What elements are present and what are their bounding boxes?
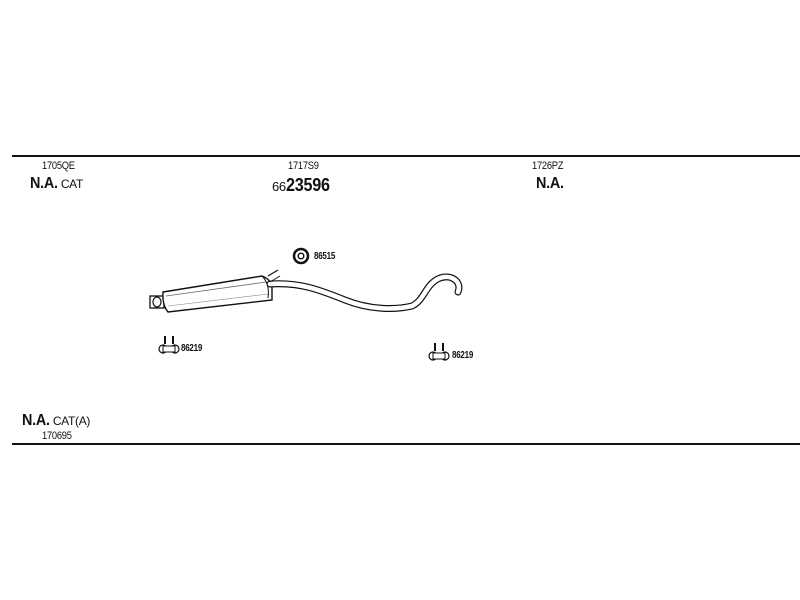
header-code-1: 1705QE	[42, 160, 75, 172]
hanger-left-part-number: 86219	[181, 343, 203, 354]
footer-label-bold: N.A.	[22, 412, 50, 429]
part-number-main: 23596	[285, 175, 330, 195]
header-code-2: 1717S9	[288, 160, 319, 172]
header-label-1-bold: N.A.	[30, 175, 58, 192]
header-label-1-suffix: CAT	[60, 177, 84, 191]
hanger-left-icon	[158, 336, 180, 354]
header-label-3: N.A.	[536, 175, 564, 192]
seal-part-number: 86515	[314, 251, 336, 262]
hanger-right-icon	[428, 343, 450, 361]
seal-ring-icon	[292, 247, 310, 265]
header-code-3: 1726PZ	[532, 160, 564, 172]
header-label-1: N.A.CAT	[30, 176, 83, 192]
part-number-prefix: 66	[272, 179, 286, 194]
tailpipe-icon	[149, 295, 165, 309]
part-number: 6623596	[272, 176, 334, 195]
top-divider	[12, 155, 800, 157]
footer-label: N.A.CAT(A)	[22, 413, 90, 429]
hanger-right-part-number: 86219	[452, 350, 474, 361]
silencer-icon	[162, 275, 273, 313]
bottom-divider	[12, 443, 800, 445]
footer-code: 170695	[42, 430, 72, 442]
footer-label-suffix: CAT(A)	[52, 414, 91, 428]
middle-pipe-icon	[266, 269, 463, 312]
